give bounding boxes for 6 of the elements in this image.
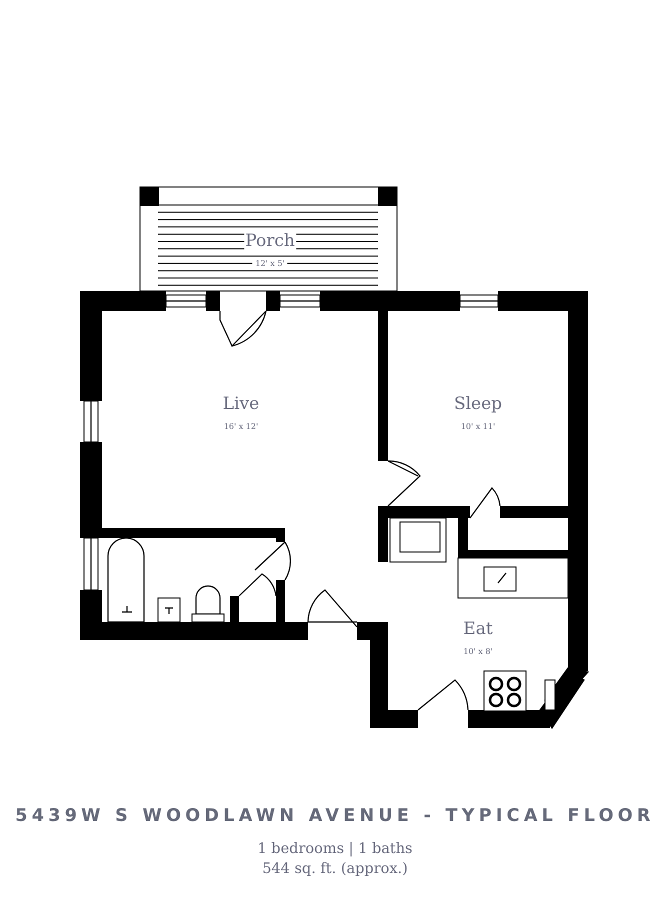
room-dimensions: 12' x 5': [252, 259, 288, 269]
plan-title: 5439W S WOODLAWN AVENUE - TYPICAL FLOOR: [14, 806, 656, 826]
floor-area: 544 sq. ft. (approx.): [0, 861, 670, 877]
unit-summary: 1 bedrooms | 1 baths: [256, 841, 414, 857]
room-name: Porch: [244, 232, 296, 251]
room-name: Sleep: [452, 395, 504, 414]
